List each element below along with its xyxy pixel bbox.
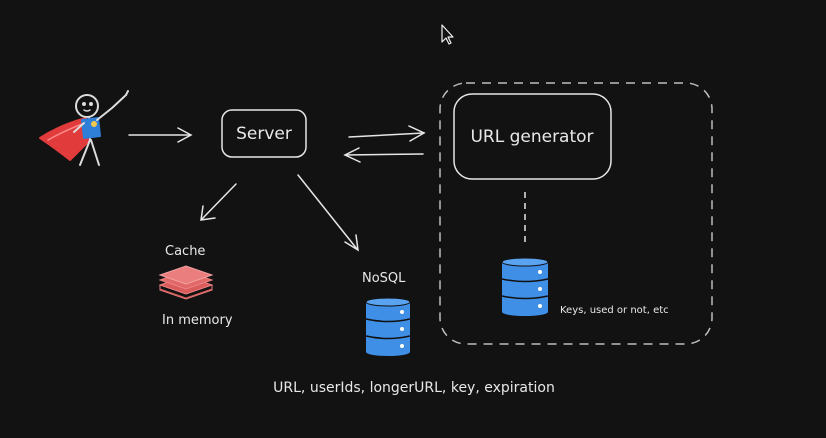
cache-label: Cache — [165, 244, 205, 259]
database-icon — [501, 257, 549, 316]
server-label: Server — [236, 124, 292, 144]
server-node: Server — [221, 109, 307, 158]
key-db — [501, 257, 549, 316]
nosql-db — [365, 297, 411, 356]
url-generator-label: URL generator — [470, 127, 593, 147]
mouse-cursor-icon — [441, 24, 454, 45]
cache-sublabel: In memory — [162, 313, 233, 328]
arrow-server-to-generator — [348, 125, 426, 142]
nosql-schema: URL, userIds, longerURL, key, expiration — [273, 380, 555, 396]
key-db-label: Keys, used or not, etc — [560, 305, 669, 316]
arrow-user-to-server — [128, 127, 193, 143]
arrow-server-to-nosql — [297, 174, 359, 252]
url-generator-node: URL generator — [453, 93, 612, 180]
arrow-generator-to-server — [343, 147, 424, 163]
arrow-server-to-cache — [200, 183, 237, 221]
nosql-label: NoSQL — [362, 271, 406, 286]
user-superhero-icon — [39, 90, 129, 166]
cache-layers-icon — [158, 265, 214, 300]
